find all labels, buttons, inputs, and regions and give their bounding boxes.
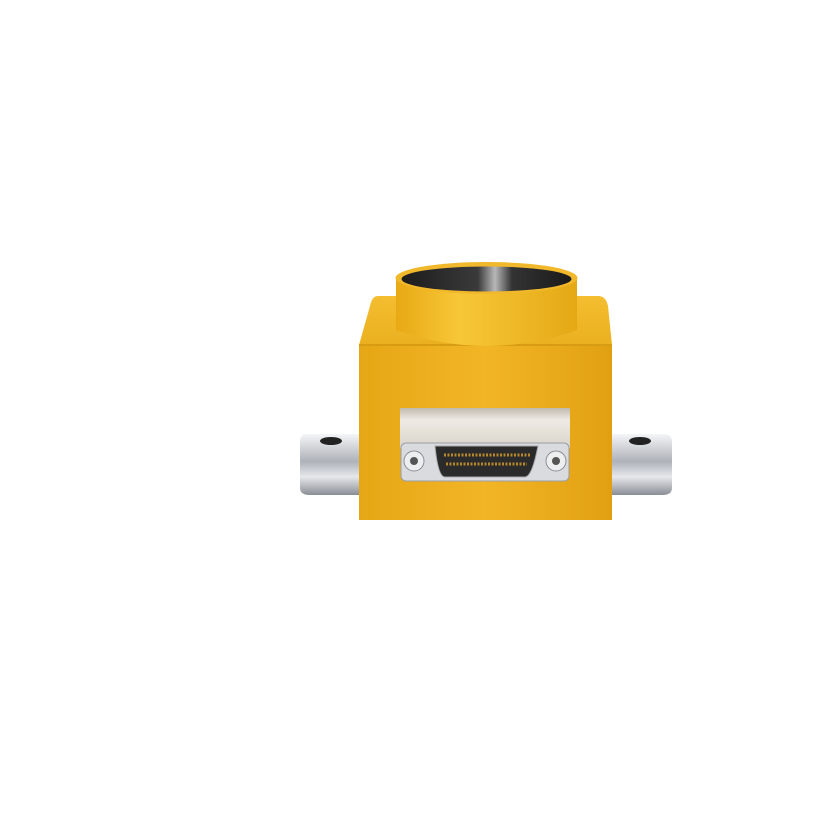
cylindrical-port xyxy=(395,262,578,346)
pin-field xyxy=(434,445,539,478)
mounting-hole-icon xyxy=(629,437,651,445)
left-mounting-flange xyxy=(300,434,362,495)
mounting-hole-icon xyxy=(320,437,342,445)
d-sub-connector xyxy=(400,408,570,482)
jack-screw-left-icon xyxy=(403,450,425,472)
jack-screw-right-icon xyxy=(545,450,567,472)
connector-backshell xyxy=(400,408,570,448)
port-opening xyxy=(401,266,572,292)
right-mounting-flange xyxy=(607,434,672,495)
